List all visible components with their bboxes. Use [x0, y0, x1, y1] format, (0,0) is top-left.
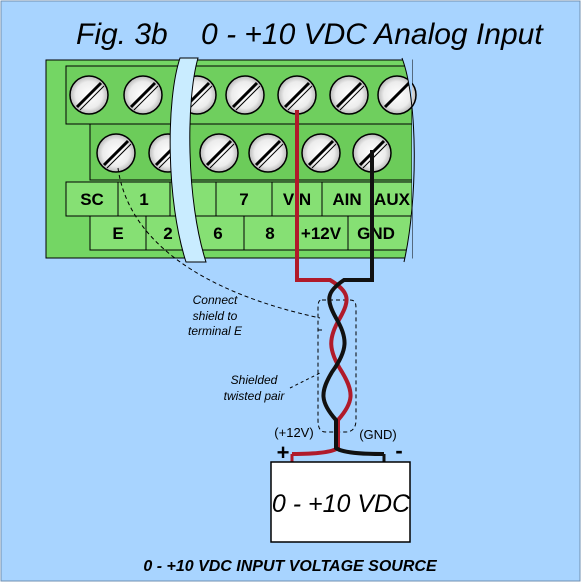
screw-icon: [377, 75, 417, 115]
terminal-label: GND: [357, 224, 395, 243]
note-shielded-pair: Shielded twisted pair: [224, 371, 323, 403]
terminal-label: +12V: [301, 224, 342, 243]
screw-icon: [123, 75, 163, 115]
screw-icon: [248, 133, 288, 173]
negative-sign-icon: -: [395, 438, 402, 463]
terminal-label: 2: [163, 224, 172, 243]
break-mark-right: [401, 57, 415, 263]
screw-icon: [96, 133, 136, 173]
positive-terminal-label: (+12V): [274, 425, 313, 440]
note-line: Connect: [193, 293, 238, 307]
terminal-label: 6: [213, 224, 222, 243]
wire-positive: [291, 110, 353, 456]
figure-title: Fig. 3b 0 - +10 VDC Analog Input: [76, 18, 544, 51]
screw-icon: [225, 75, 265, 115]
voltage-source-label: 0 - +10 VDC: [272, 490, 411, 518]
terminal-label: E: [112, 224, 123, 243]
break-mark-left: [169, 57, 207, 263]
terminal-labels-bottom: E 2 6 8 +12V GND: [112, 224, 395, 243]
screw-icon: [329, 75, 369, 115]
screw-icon: [199, 133, 239, 173]
wire-negative: [321, 150, 385, 456]
note-line: shield to: [193, 309, 238, 323]
figure-caption: 0 - +10 VDC INPUT VOLTAGE SOURCE: [143, 558, 438, 575]
screw-icon: [301, 133, 341, 173]
terminal-label: AIN: [332, 190, 361, 209]
terminal-label: AUX: [374, 190, 411, 209]
terminal-label: 8: [265, 224, 274, 243]
positive-sign-icon: +: [277, 440, 290, 465]
note-line: twisted pair: [224, 389, 286, 403]
terminal-label: 1: [139, 190, 148, 209]
voltage-source-box: [270, 461, 411, 543]
note-line: Shielded: [231, 373, 278, 387]
screw-icon: [69, 75, 109, 115]
note-connect-shield: Connect shield to terminal E: [188, 293, 243, 338]
terminal-label: SC: [80, 190, 104, 209]
shield-drain-wire: [117, 167, 321, 319]
note-line: terminal E: [188, 324, 243, 338]
negative-terminal-label: (GND): [359, 427, 397, 442]
cable-shield: [317, 299, 357, 433]
terminal-label: 7: [239, 190, 248, 209]
terminal-labels-top: SC 1 7 VIN AIN AUX: [80, 190, 410, 209]
screw-icon: [277, 75, 317, 115]
